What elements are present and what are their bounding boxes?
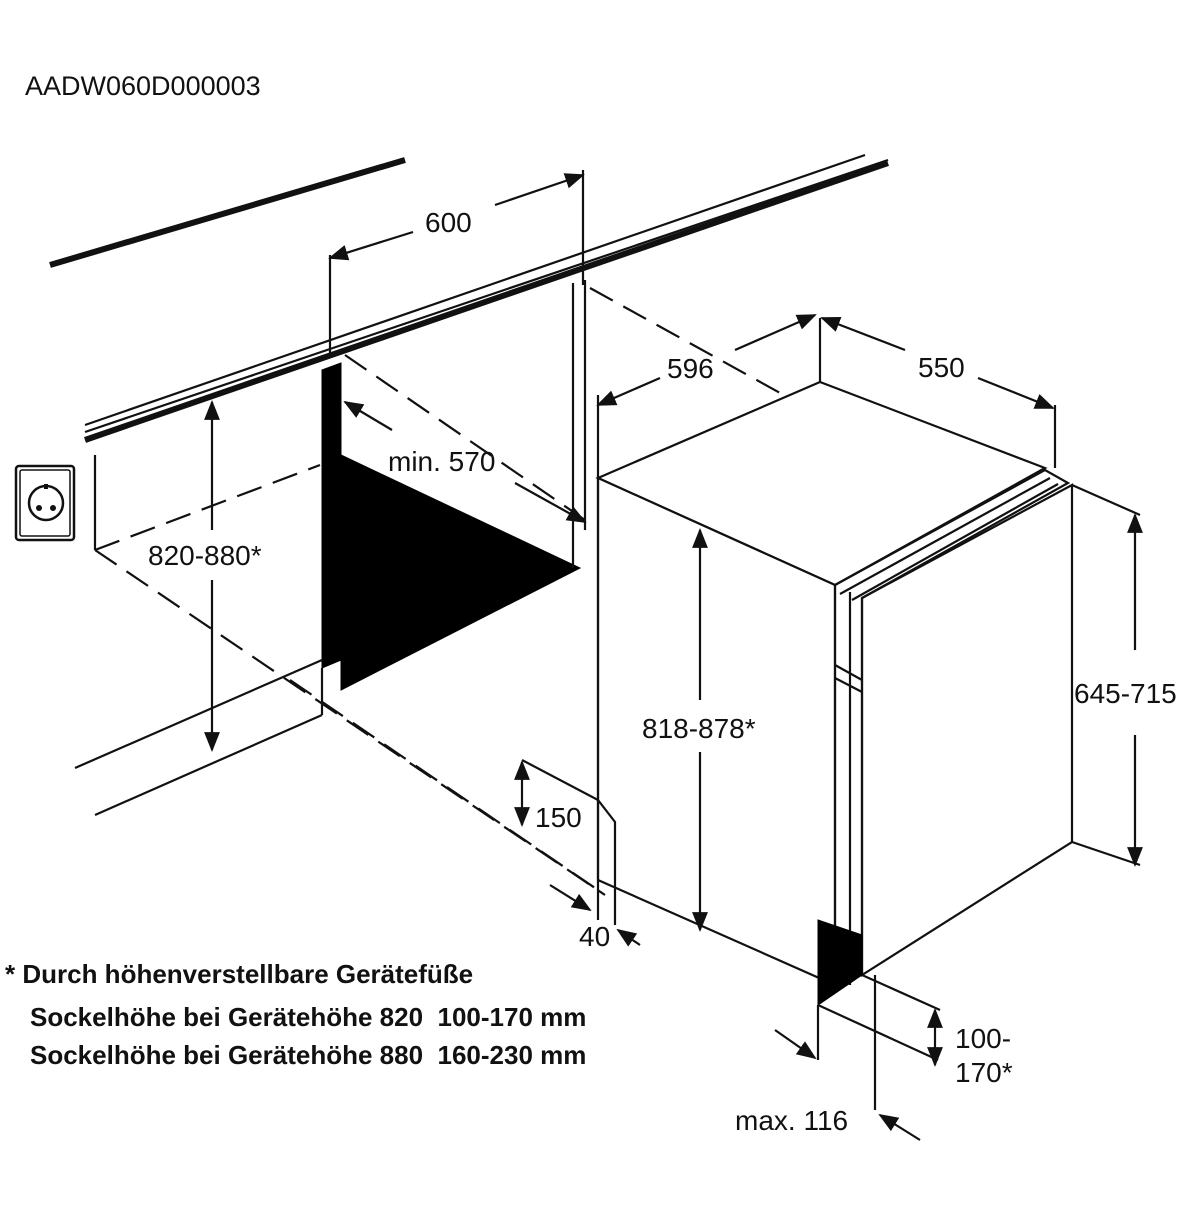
dim-min-depth: min. 570 [388,446,495,477]
power-socket-icon [14,464,76,542]
dim-appliance-height: 818-878* [642,713,756,744]
dim-max-protrusion: max. 116 [735,1105,848,1136]
footnote-line-2: Sockelhöhe bei Gerätehöhe 820 100-170 mm [30,1002,586,1032]
footnote-line-3: Sockelhöhe bei Gerätehöhe 880 160-230 mm [30,1040,586,1070]
dim-niche-height: 820-880* [148,540,262,571]
dim-foot-range-bottom: 170* [955,1057,1013,1088]
figure-code: AADW060D000003 [25,71,261,101]
left-cabinet [74,455,324,817]
footnote-line-1: * Durch höhenverstellbare Gerätefüße [5,959,473,989]
dim-door-height: 645-715 [1074,678,1177,709]
cabinet-right-post [571,280,587,568]
cabinet-left-side [321,362,342,669]
dim-appliance-depth: 550 [918,352,965,383]
niche-floor [340,454,582,691]
dim-plinth-40: 40 [579,921,610,952]
countertop [49,153,889,443]
dimension-lines [204,170,1143,1141]
dim-plinth-150: 150 [535,802,582,833]
dim-width-opening: 600 [425,207,472,238]
dim-appliance-width: 596 [667,353,714,384]
dim-foot-range-top: 100- [955,1023,1011,1054]
dishwasher [521,318,1074,1110]
niche-dashed-outline [94,287,821,896]
